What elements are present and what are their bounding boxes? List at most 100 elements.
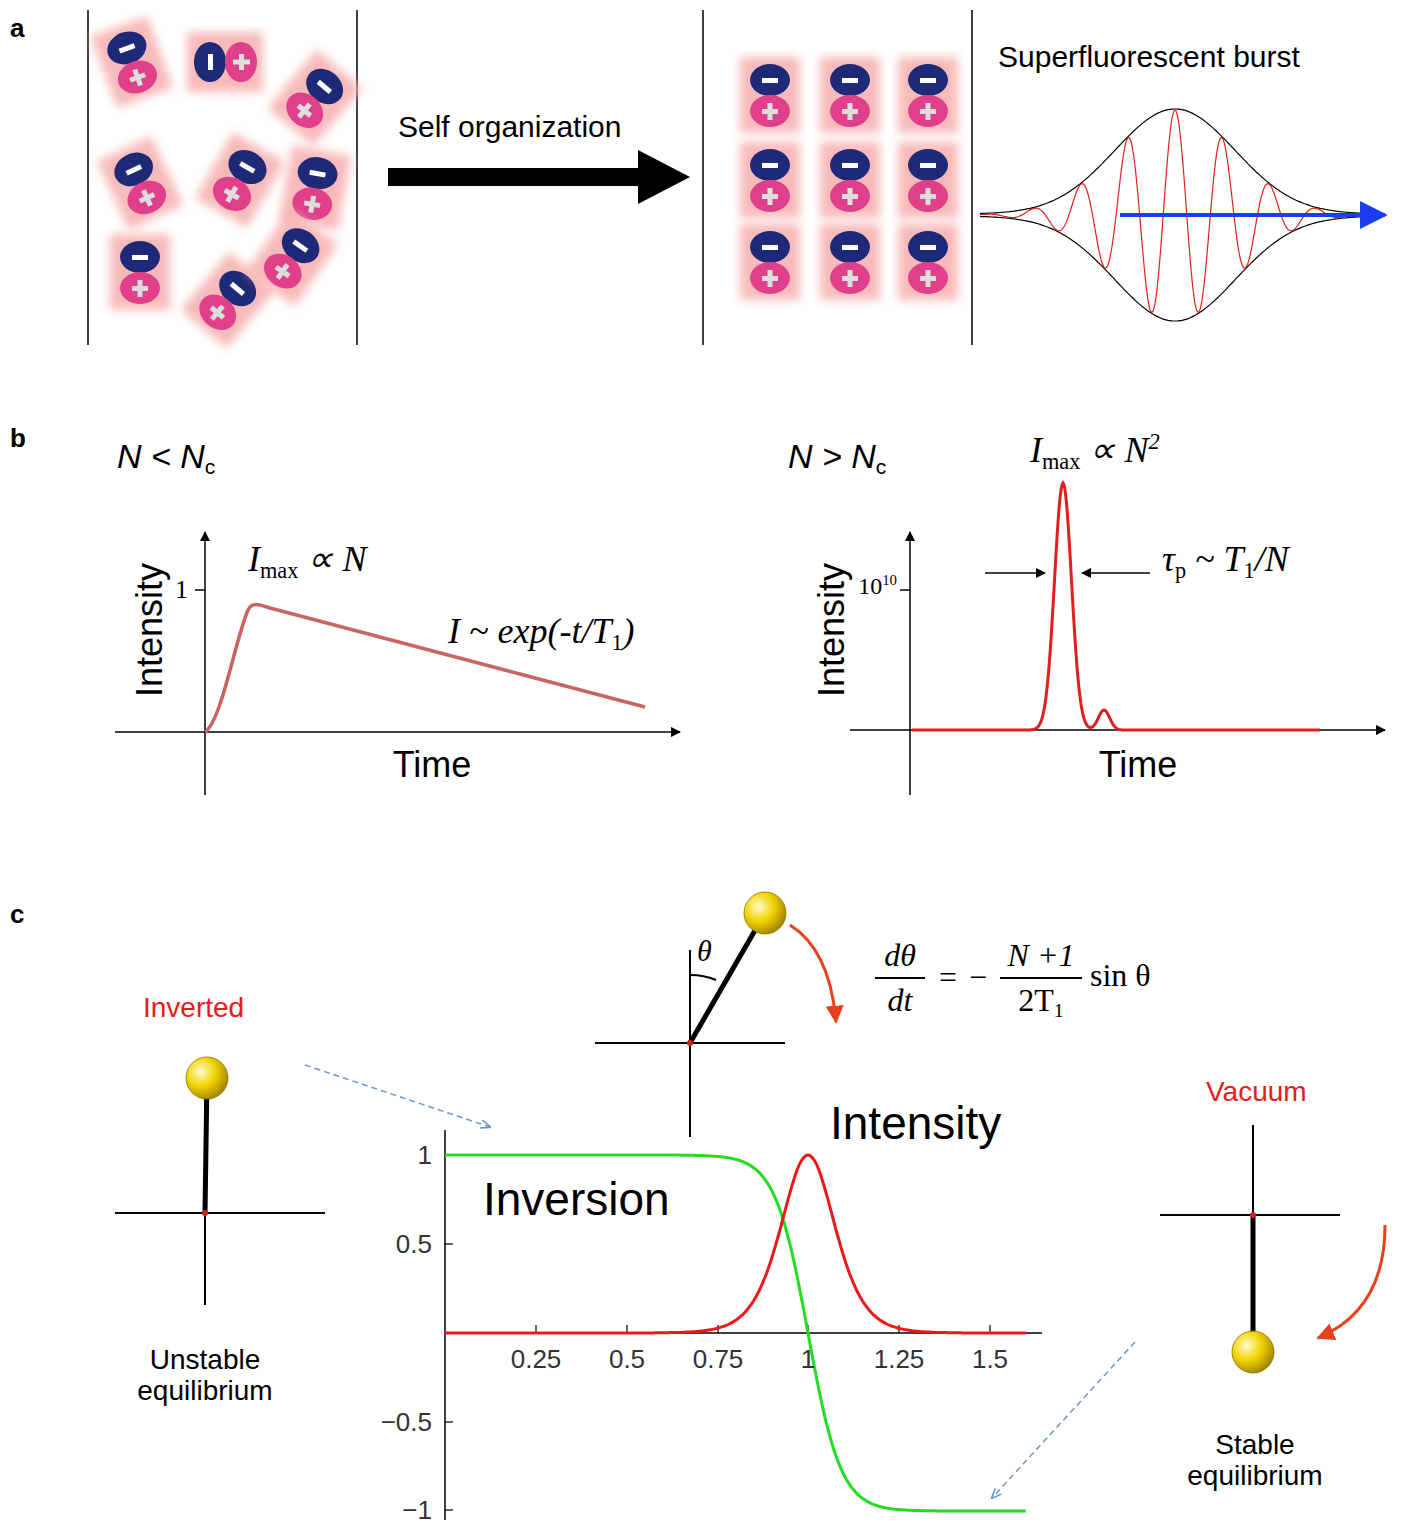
tick bbox=[445, 1509, 453, 1510]
plus-sign bbox=[233, 60, 250, 65]
tick-label: 1 bbox=[175, 576, 188, 605]
dipole bbox=[820, 57, 880, 133]
plus-sign bbox=[926, 103, 931, 120]
equation-part: dt bbox=[888, 983, 913, 1018]
shape bbox=[908, 262, 948, 294]
minus-sign bbox=[842, 163, 858, 168]
axis-title: Intensity bbox=[130, 563, 170, 697]
shape bbox=[830, 231, 870, 263]
tick-label: 1.5 bbox=[972, 1345, 1008, 1374]
dipole bbox=[740, 224, 800, 300]
pendulum bbox=[115, 1057, 325, 1305]
minus-sign bbox=[920, 78, 936, 83]
dipole bbox=[246, 210, 339, 307]
tick-label: −1 bbox=[402, 1496, 432, 1524]
dipole bbox=[740, 142, 800, 218]
plus-sign bbox=[210, 305, 225, 321]
plus-sign bbox=[225, 186, 238, 203]
subscript: p bbox=[1175, 558, 1186, 583]
angle-arc bbox=[690, 975, 716, 980]
state-caption: Unstable equilibrium bbox=[90, 1345, 320, 1407]
dipole bbox=[898, 57, 958, 133]
axis-title: Time bbox=[393, 745, 472, 785]
superscript: 2 bbox=[1148, 429, 1159, 454]
shape bbox=[257, 247, 308, 296]
plus-sign bbox=[926, 270, 931, 287]
tick-label: 0.5 bbox=[609, 1345, 645, 1374]
minus-sign bbox=[920, 245, 936, 250]
shape bbox=[908, 95, 948, 127]
equation-part: = bbox=[939, 960, 957, 995]
shape bbox=[898, 142, 958, 218]
minus-sign bbox=[309, 170, 326, 178]
shape bbox=[120, 272, 160, 304]
shape bbox=[750, 149, 790, 181]
plus-sign bbox=[141, 189, 153, 207]
minus-sign bbox=[132, 255, 148, 260]
equation-part: 2T1 bbox=[1018, 983, 1063, 1022]
tick-label: 0.75 bbox=[693, 1345, 744, 1374]
shape bbox=[113, 55, 162, 99]
condition-label: N < Nc bbox=[117, 438, 215, 478]
shape bbox=[750, 64, 790, 96]
panel-letter: c bbox=[10, 900, 24, 929]
minus-sign bbox=[292, 239, 308, 252]
formula: τp ~ T1/N bbox=[1162, 540, 1289, 583]
state-caption: Stable equilibrium bbox=[1150, 1430, 1360, 1492]
shape bbox=[110, 234, 170, 310]
tick-label: −0.5 bbox=[381, 1408, 432, 1437]
minus-sign bbox=[208, 54, 213, 70]
shape bbox=[908, 180, 948, 212]
curve-label: Inversion bbox=[483, 1174, 670, 1225]
shape bbox=[820, 224, 880, 300]
dipole bbox=[740, 57, 800, 133]
plus-sign bbox=[848, 103, 853, 120]
shape bbox=[750, 95, 790, 127]
shape bbox=[192, 287, 243, 337]
pendulum bbox=[595, 892, 786, 1137]
plus-sign bbox=[848, 270, 853, 287]
shape bbox=[120, 241, 160, 273]
panel-a-art bbox=[88, 10, 1385, 348]
formula: I ~ exp(-t/T1) bbox=[448, 612, 635, 655]
dipole bbox=[187, 32, 263, 92]
plus-sign bbox=[308, 195, 316, 213]
shape bbox=[830, 149, 870, 181]
panel-letter: b bbox=[10, 424, 26, 453]
tick-label: 0.5 bbox=[396, 1230, 432, 1259]
formula: Imax ∝ N2 bbox=[1030, 430, 1160, 475]
shape bbox=[820, 57, 880, 133]
dipole bbox=[820, 142, 880, 218]
shape bbox=[187, 32, 263, 92]
dipole bbox=[195, 132, 285, 228]
plus-sign bbox=[138, 280, 143, 297]
shape bbox=[122, 175, 172, 221]
pendulum bbox=[1160, 1125, 1340, 1373]
plus-sign bbox=[132, 69, 143, 87]
shape bbox=[186, 1057, 228, 1099]
shape bbox=[194, 42, 226, 82]
subscript: c bbox=[205, 455, 216, 478]
dipole bbox=[97, 136, 183, 230]
plus-sign bbox=[297, 103, 312, 119]
superscript: 10 bbox=[882, 572, 897, 588]
shape bbox=[750, 231, 790, 263]
minus-sign bbox=[762, 78, 778, 83]
shape bbox=[195, 132, 285, 228]
axis-title: Intensity bbox=[812, 563, 852, 697]
equation-part: sin θ bbox=[1090, 958, 1151, 993]
shape bbox=[204, 1065, 206, 1305]
minus-sign bbox=[317, 80, 332, 94]
shape bbox=[202, 1210, 208, 1216]
shape bbox=[1250, 1212, 1256, 1218]
shape bbox=[97, 136, 183, 230]
tick-label: 1.25 bbox=[874, 1345, 925, 1374]
shape bbox=[207, 170, 258, 218]
curve-label: Intensity bbox=[830, 1098, 1001, 1149]
shape bbox=[820, 142, 880, 218]
dipole bbox=[898, 224, 958, 300]
shape bbox=[830, 64, 870, 96]
plus-sign bbox=[848, 188, 853, 205]
angle-label: θ bbox=[697, 934, 712, 967]
plus-sign bbox=[768, 103, 773, 120]
